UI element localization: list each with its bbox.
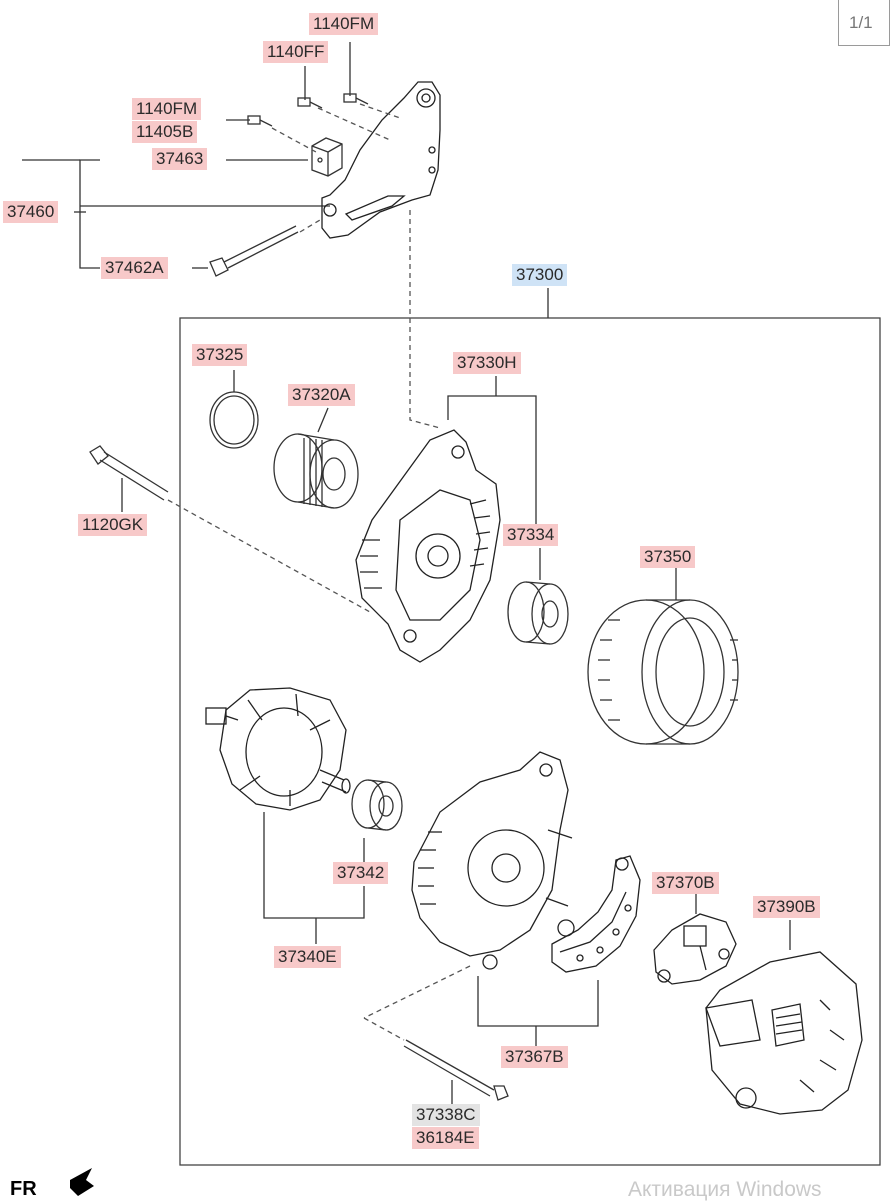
bolt-1140ff (297, 97, 323, 109)
part-label-37390b[interactable]: 37390B (753, 896, 820, 918)
o-ring-37325 (209, 391, 259, 449)
page-indicator: 1/1 (838, 0, 890, 46)
rear-cover-37390b (705, 951, 863, 1115)
front-housing-37330h (355, 429, 501, 663)
bearing-37342 (351, 779, 403, 831)
part-label-37370b[interactable]: 37370B (652, 872, 719, 894)
stator-37350 (587, 599, 739, 745)
part-label-1120gk[interactable]: 1120GK (78, 514, 148, 536)
part-label-37367b[interactable]: 37367B (501, 1046, 568, 1068)
part-label-37325[interactable]: 37325 (192, 344, 248, 366)
part-label-11405b[interactable]: 11405B (132, 121, 198, 143)
part-label-37338c[interactable]: 37338C (412, 1104, 480, 1126)
part-label-37320a[interactable]: 37320A (288, 384, 355, 406)
bracket-block (311, 137, 343, 177)
part-label-37334[interactable]: 37334 (503, 524, 559, 546)
bolt-1140fm-top (343, 93, 369, 105)
pulley-37320a (273, 433, 359, 509)
regulator-37370b (653, 913, 737, 985)
part-label-37350[interactable]: 37350 (640, 546, 696, 568)
mounting-bracket (321, 81, 441, 239)
through-bolt-37338c (403, 1039, 509, 1101)
part-label-37462a[interactable]: 37462A (101, 257, 168, 279)
part-label-1140ff[interactable]: 1140FF (263, 41, 329, 63)
assembly-frame (179, 317, 881, 1166)
long-bolt-37462a (209, 225, 299, 277)
part-label-1140fm-left[interactable]: 1140FM (132, 98, 202, 120)
rotor-37340e (205, 687, 351, 811)
bolt-1120gk (89, 445, 169, 501)
part-label-37300[interactable]: 37300 (512, 264, 568, 286)
bolt-1140fm-left (247, 115, 273, 127)
bearing-37334 (507, 581, 569, 645)
part-label-1140fm-top[interactable]: 1140FM (309, 13, 379, 35)
part-label-37330h[interactable]: 37330H (453, 352, 521, 374)
front-arrow-icon (70, 1168, 94, 1196)
rectifier (551, 855, 641, 973)
part-label-36184e[interactable]: 36184E (412, 1127, 479, 1149)
part-label-37340e[interactable]: 37340E (274, 946, 341, 968)
part-label-37460[interactable]: 37460 (3, 201, 59, 223)
rear-housing (411, 751, 573, 970)
part-label-37342[interactable]: 37342 (333, 862, 389, 884)
part-label-37463[interactable]: 37463 (152, 148, 208, 170)
front-direction-label: FR (10, 1178, 37, 1200)
windows-activation-watermark: Активация Windows (628, 1178, 822, 1201)
